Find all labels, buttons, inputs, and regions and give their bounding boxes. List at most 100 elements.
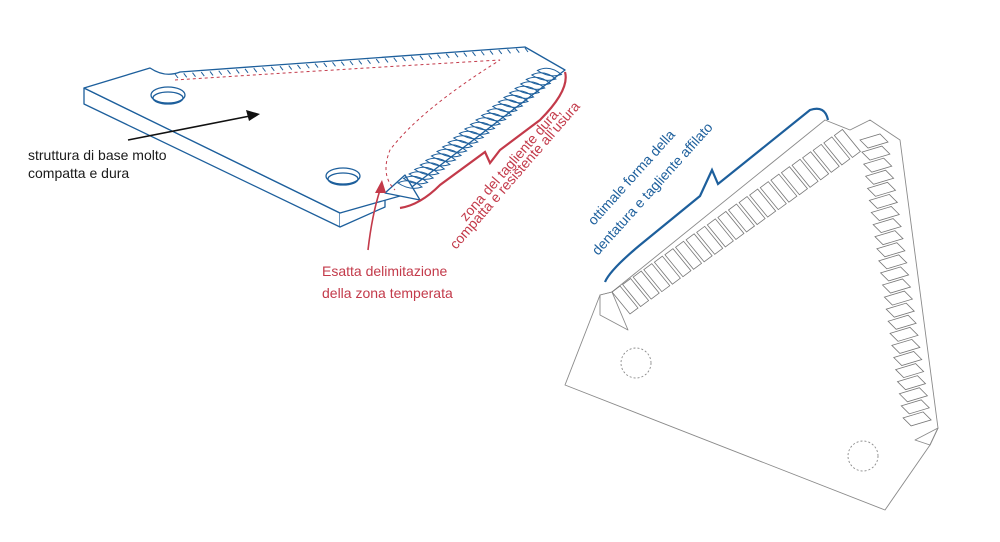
- top-edge-ridge: [472, 51, 476, 57]
- serration-tooth: [900, 399, 931, 415]
- base-structure-label-1: struttura di base molto: [28, 147, 167, 163]
- serration-tooth: [877, 254, 908, 270]
- serration-tooth: [780, 166, 809, 196]
- serration-tooth: [874, 230, 904, 246]
- top-edge-ridge: [507, 48, 511, 54]
- serration-tooth: [862, 157, 893, 173]
- serration-tooth: [727, 203, 756, 233]
- right-teeth-left-edge: [611, 128, 861, 315]
- top-edge-ridge: [489, 50, 494, 55]
- top-edge-ridge: [428, 54, 433, 60]
- serration-tooth: [861, 145, 891, 161]
- serration-tooth: [706, 218, 734, 248]
- top-edge-ridge: [384, 58, 389, 63]
- top-edge-ridge: [340, 61, 345, 66]
- serration-tooth: [876, 242, 906, 258]
- top-edge-ridge: [358, 60, 363, 65]
- mounting-hole-2: [325, 167, 361, 185]
- top-edge-ridge: [367, 59, 371, 65]
- top-edge-ridge: [480, 50, 485, 56]
- cutting-tooth: [469, 121, 496, 131]
- cutting-tooth: [525, 76, 552, 86]
- serration-tooth: [674, 240, 703, 270]
- serration-tooth: [885, 302, 916, 318]
- cutting-tooth: [486, 108, 513, 117]
- cutting-tooth: [413, 166, 440, 176]
- serration-tooth: [892, 351, 923, 366]
- serration-tooth: [738, 195, 766, 226]
- left-top-serration: [174, 47, 529, 79]
- top-edge-ridge: [314, 63, 319, 68]
- cutting-tooth: [419, 162, 446, 171]
- cutting-tooth: [519, 81, 546, 90]
- serration-tooth: [898, 387, 929, 403]
- top-edge-ridge: [288, 65, 293, 70]
- serration-tooth: [883, 290, 914, 306]
- left-blade-drawing: [83, 46, 566, 228]
- left-cutting-teeth: [397, 67, 563, 189]
- mounting-hole-1-inner: [152, 91, 184, 105]
- serration-tooth: [889, 326, 919, 342]
- cutting-tooth: [480, 112, 507, 122]
- top-edge-ridge: [349, 60, 354, 66]
- serration-tooth: [833, 128, 861, 159]
- serration-tooth: [611, 285, 639, 315]
- serration-tooth: [823, 136, 851, 166]
- cutting-tooth: [514, 85, 541, 95]
- serration-tooth: [653, 255, 681, 285]
- hardened-zone-arrow: [367, 180, 386, 251]
- top-edge-ridge: [419, 55, 424, 61]
- cutting-tooth: [402, 175, 429, 185]
- top-edge-ridge: [524, 47, 529, 53]
- top-edge-ridge: [235, 69, 240, 74]
- blade-tip-notch: [384, 174, 421, 201]
- serration-tooth: [891, 338, 921, 354]
- serration-tooth: [791, 158, 819, 188]
- top-edge-ridge: [218, 70, 223, 76]
- base-structure-label-2: compatta e dura: [28, 165, 129, 181]
- top-edge-ridge: [375, 58, 380, 64]
- top-edge-ridge: [410, 56, 415, 61]
- top-edge-ridge: [244, 68, 249, 74]
- hardened-zone-label-1: Esatta delimitazione: [322, 263, 448, 279]
- cutting-tooth: [491, 103, 518, 113]
- cutting-tooth: [424, 157, 451, 167]
- top-edge-ridge: [227, 69, 231, 75]
- serration-tooth: [864, 169, 895, 185]
- serration-tooth: [872, 218, 902, 234]
- top-edge-ridge: [262, 67, 266, 72]
- serration-tooth: [902, 411, 932, 427]
- mounting-hole-1: [150, 86, 186, 104]
- top-edge-ridge: [279, 65, 284, 71]
- top-edge-ridge: [437, 54, 441, 59]
- top-edge-ridge: [183, 73, 188, 78]
- cutting-tooth: [530, 72, 557, 81]
- cutting-tooth: [441, 144, 468, 153]
- serration-tooth: [881, 278, 912, 294]
- serration-tooth: [759, 181, 787, 211]
- base-structure-arrow: [127, 110, 260, 141]
- right-mounting-hole-2: [847, 440, 879, 472]
- cutting-zone-bracket: [399, 71, 567, 210]
- serration-tooth: [866, 181, 897, 197]
- cutting-tooth: [508, 90, 535, 99]
- right-blade-drawing: [564, 119, 939, 511]
- right-teeth-right-edge: [859, 133, 932, 427]
- cutting-tooth: [408, 171, 435, 180]
- cutting-tooth: [430, 153, 457, 162]
- serration-tooth: [894, 363, 925, 379]
- serration-bracket: [603, 107, 830, 283]
- serration-tooth: [685, 233, 713, 263]
- serration-tooth: [770, 173, 798, 203]
- top-edge-ridge: [253, 67, 258, 73]
- top-edge-ridge: [192, 72, 196, 77]
- serration-tooth: [812, 143, 840, 173]
- top-edge-ridge: [463, 52, 468, 57]
- serration-tooth: [643, 263, 671, 293]
- top-edge-ridge: [445, 53, 450, 59]
- cutting-tooth: [463, 126, 490, 135]
- top-edge-ridge: [498, 49, 503, 55]
- serration-tooth: [802, 151, 830, 181]
- serration-tooth: [887, 314, 917, 330]
- serration-tooth: [622, 277, 650, 308]
